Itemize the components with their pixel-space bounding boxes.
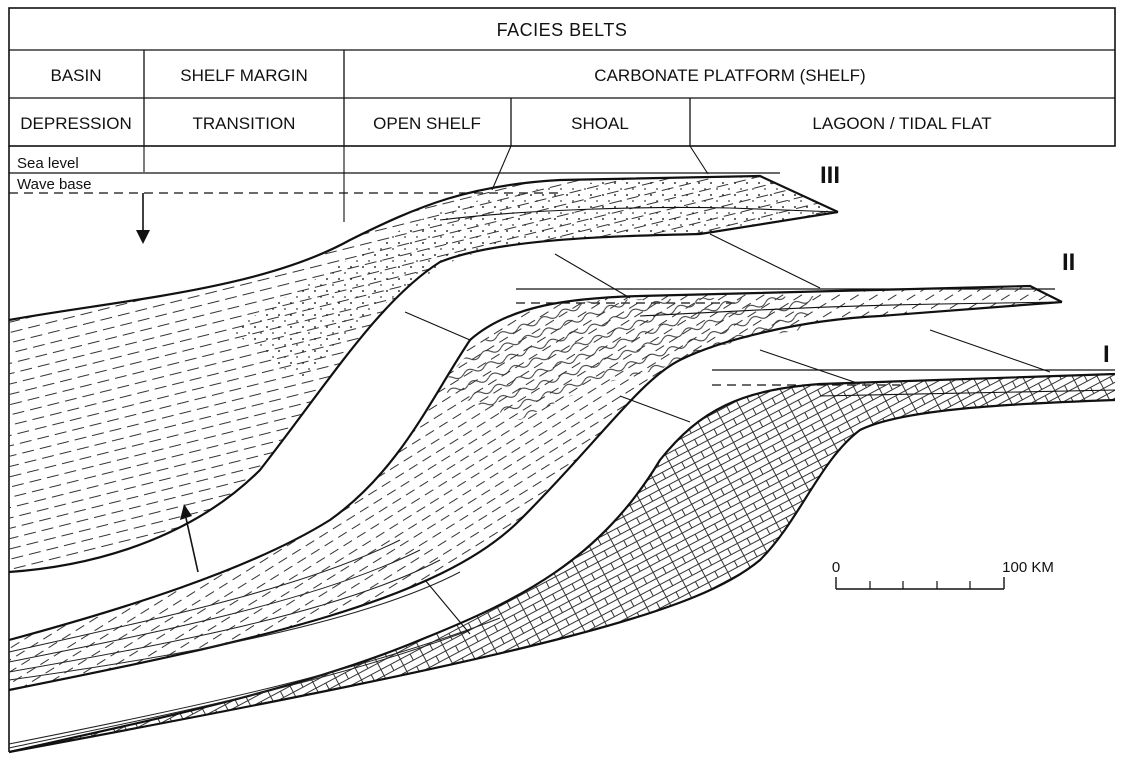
header-lagoon-tidal-flat: LAGOON / TIDAL FLAT <box>812 114 991 133</box>
header-shoal: SHOAL <box>571 114 629 133</box>
scale-bar: 0 100 KM <box>832 559 1054 589</box>
wave-base-label: Wave base <box>17 176 91 193</box>
header-shelf-margin: SHELF MARGIN <box>180 66 308 85</box>
facies-header-table: FACIES BELTS BASIN SHELF MARGIN CARBONAT… <box>9 8 1115 146</box>
sequence-label-III: III <box>820 162 840 189</box>
sea-level-label: Sea level <box>17 155 79 172</box>
facies-belts-title: FACIES BELTS <box>497 20 628 40</box>
header-basin: BASIN <box>50 66 101 85</box>
scale-start-label: 0 <box>832 559 840 576</box>
sequence-label-II: II <box>1062 249 1075 276</box>
header-carbonate-platform: CARBONATE PLATFORM (SHELF) <box>594 66 865 85</box>
sequence-label-I: I <box>1103 341 1110 368</box>
scale-end-label: 100 KM <box>1002 559 1054 576</box>
arrow-down-head <box>136 230 150 244</box>
header-open-shelf: OPEN SHELF <box>373 114 481 133</box>
header-depression: DEPRESSION <box>20 114 131 133</box>
header-transition: TRANSITION <box>193 114 296 133</box>
